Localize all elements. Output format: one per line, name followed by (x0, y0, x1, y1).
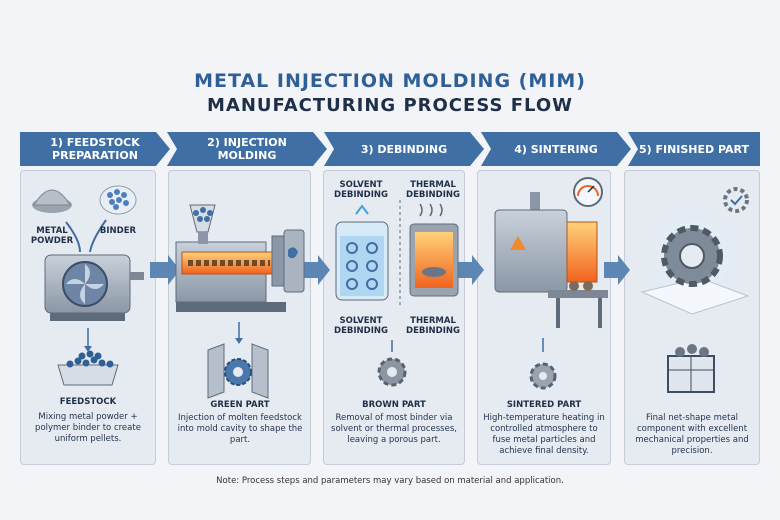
subtitle: MANUFACTURING PROCESS FLOW (207, 95, 573, 116)
solvent-debinding-top-label: SOLVENT DEBINDING (334, 180, 388, 200)
feedstock-tray-icon (57, 350, 119, 386)
step-2-description: Injection of molten feedstock into mold … (177, 413, 303, 445)
step-4-header: 4) SINTERING (481, 132, 631, 166)
solvent-bath-icon (335, 204, 389, 301)
flow-arrow-2 (303, 255, 330, 285)
solvent-debinding-bottom-label: SOLVENT DEBINDING (334, 316, 388, 336)
sintering-furnace-icon (494, 192, 608, 328)
step-1-header: 1) FEEDSTOCK PREPARATION (20, 132, 170, 166)
step-3-header: 3) DEBINDING (324, 132, 484, 166)
main-title: METAL INJECTION MOLDING (MIM) (194, 70, 586, 92)
thermal-debinding-bottom-label: THERMAL DEBINDING (406, 316, 460, 336)
footnote: Note: Process steps and parameters may v… (216, 476, 564, 486)
flow-arrow-3 (458, 255, 484, 285)
sintered-part-label: SINTERED PART (506, 400, 582, 410)
step-5-header: 5) FINISHED PART (628, 132, 760, 166)
step-4-description: High-temperature heating in controlled a… (483, 413, 605, 456)
step-2-panel (168, 170, 311, 465)
step-5-description: Final net-shape metal component with exc… (635, 413, 749, 456)
thermal-debinding-top-label: THERMAL DEBINDING (406, 180, 460, 200)
green-part-label: GREEN PART (210, 400, 270, 410)
step-3-panel (323, 170, 465, 465)
step-2-header: 2) INJECTION MOLDING (167, 132, 327, 166)
feedstock-label: FEEDSTOCK (59, 397, 117, 407)
sintered-part-gear-icon (521, 354, 565, 398)
thermal-oven-icon (409, 203, 459, 297)
finished-gear-icon (640, 206, 750, 315)
metal-powder-label: METAL POWDER (30, 226, 74, 246)
step-3-description: Removal of most binder via solvent or th… (331, 413, 457, 445)
mixer-machine-icon (44, 254, 144, 321)
temperature-gauge-icon (573, 177, 603, 207)
injection-machine-icon (175, 204, 305, 312)
step-1-description: Mixing metal powder + polymer binder to … (35, 412, 141, 444)
green-part-mold-icon (207, 343, 269, 399)
metal-powder-icon (32, 189, 72, 213)
binder-pellets-icon (99, 185, 137, 215)
binder-label: BINDER (99, 226, 137, 236)
finished-parts-crate-icon (667, 344, 715, 393)
settings-gear-icon (723, 187, 749, 213)
flow-arrow-4 (604, 255, 630, 285)
brown-part-label: BROWN PART (362, 400, 426, 410)
brown-part-gear-icon (377, 357, 407, 387)
flow-arrow-1 (150, 255, 180, 285)
